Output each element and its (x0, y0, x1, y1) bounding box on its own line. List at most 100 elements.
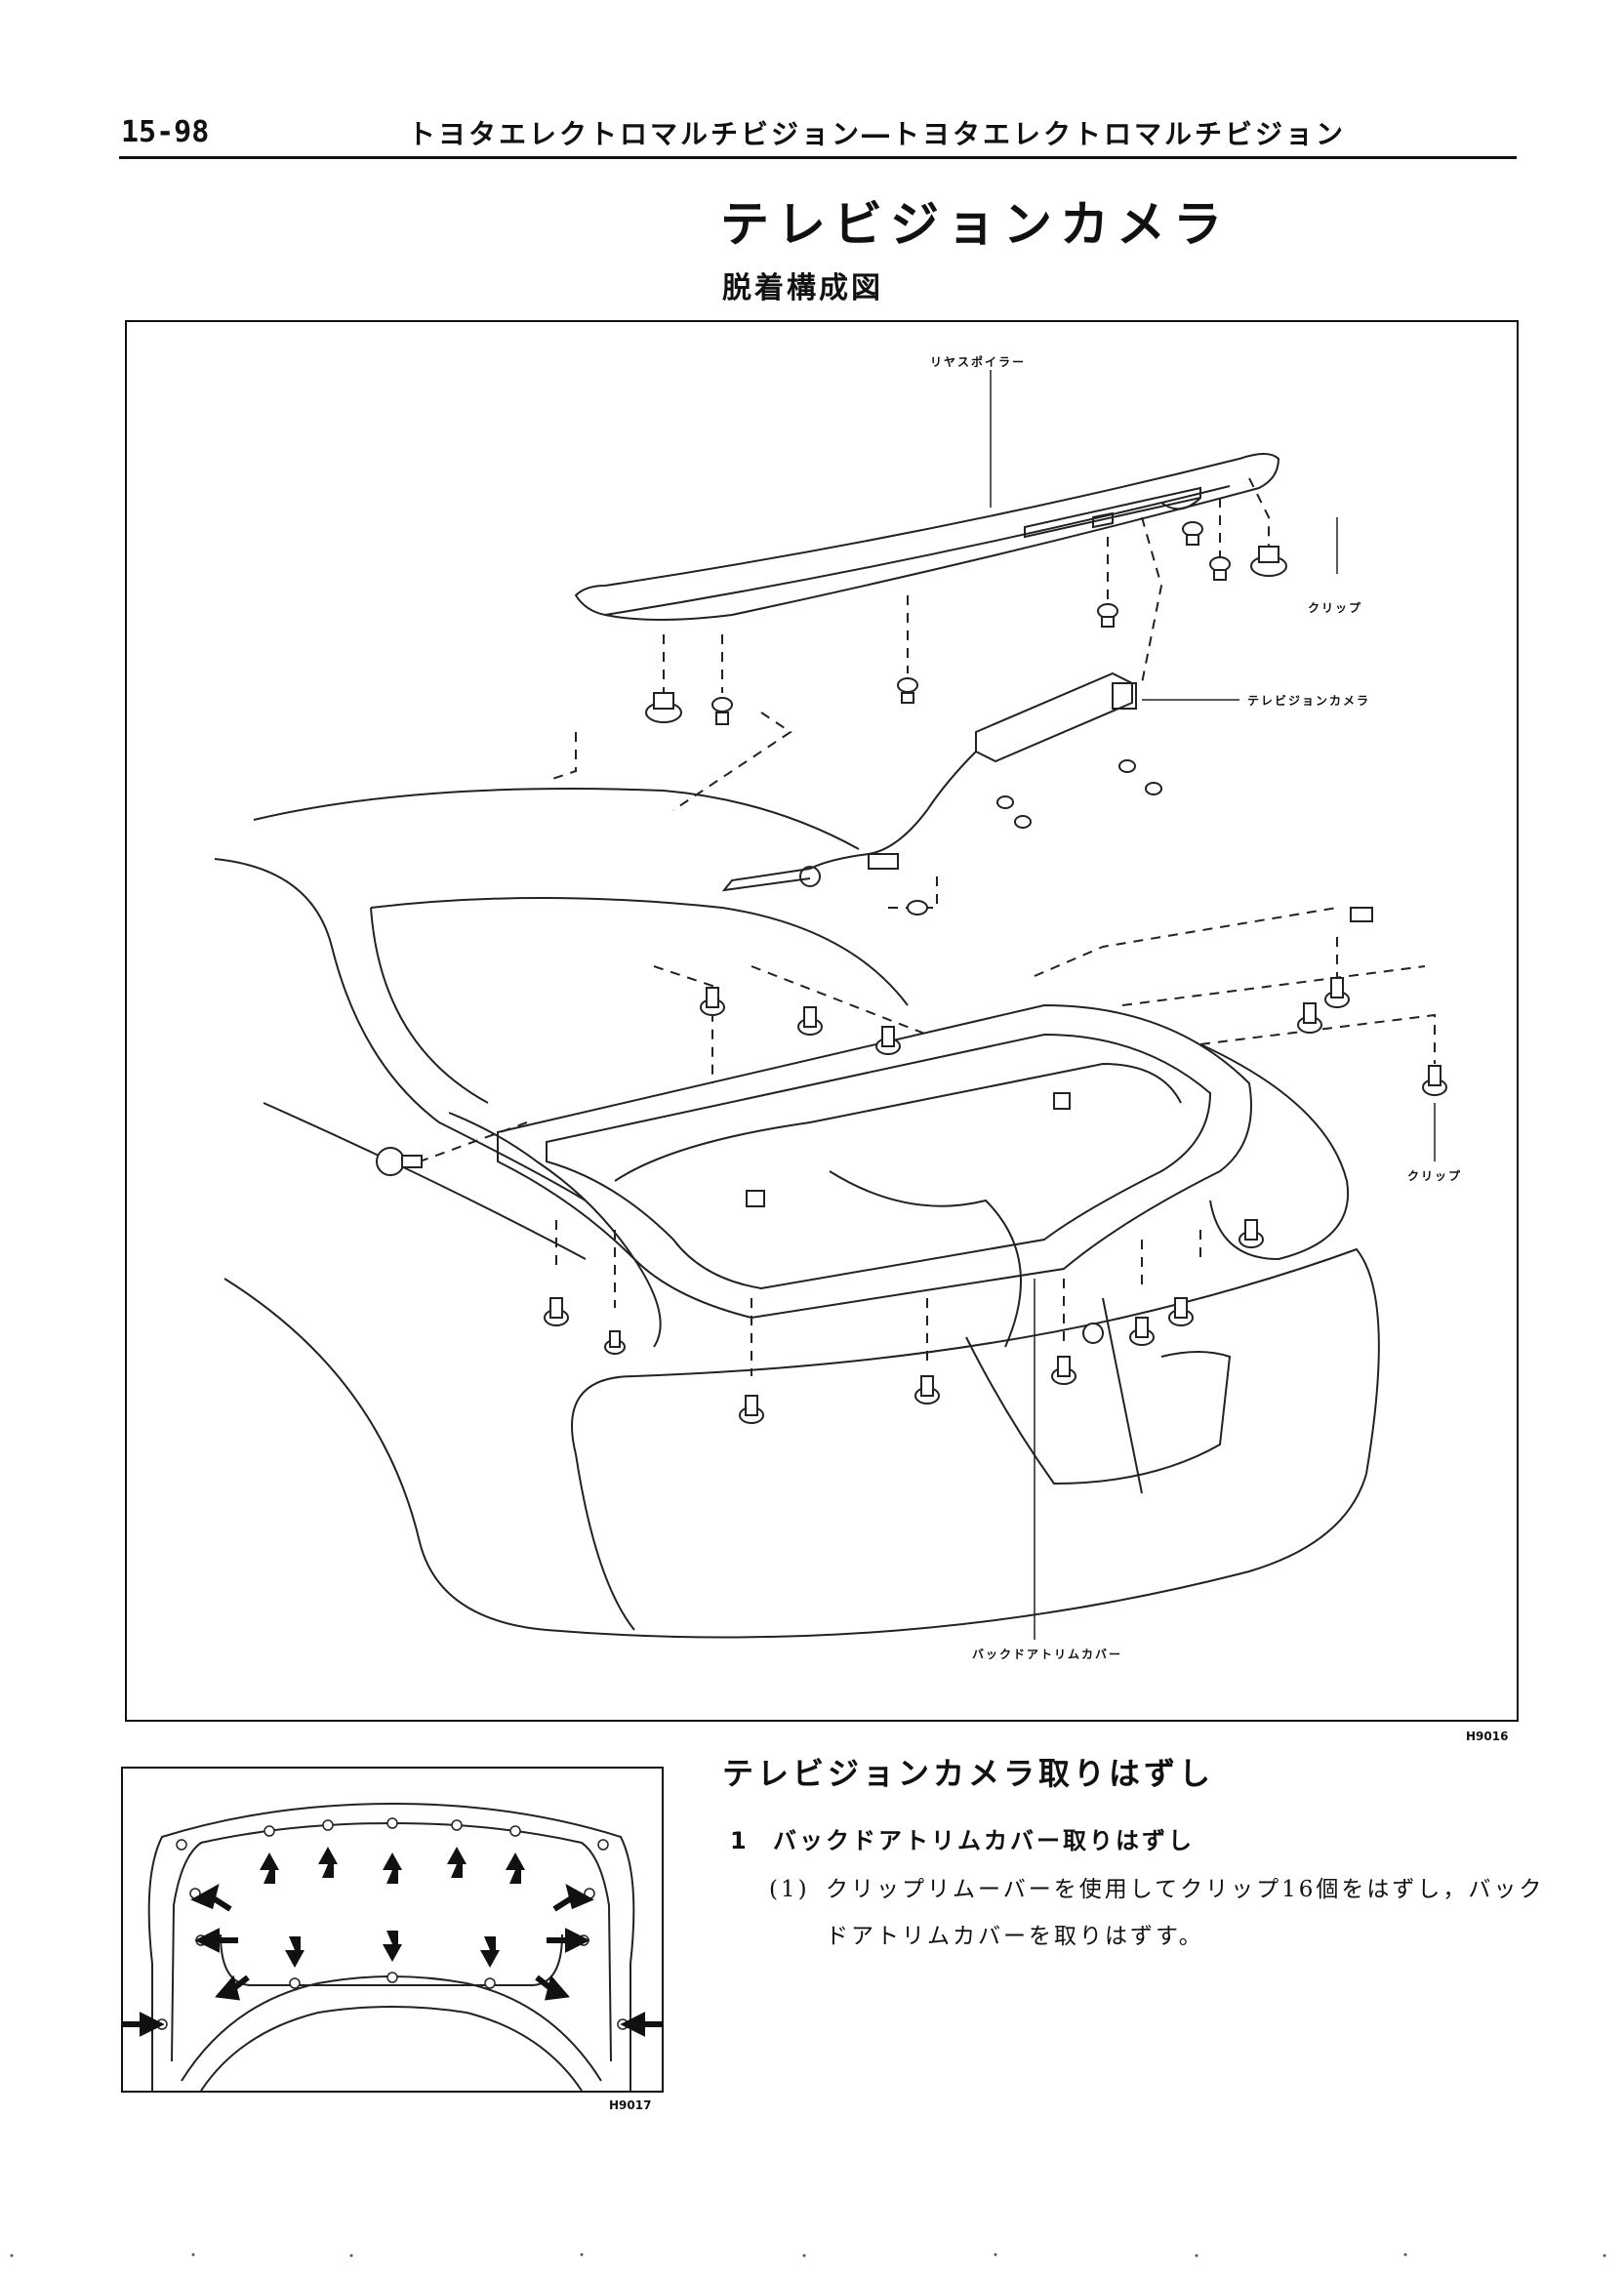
diagram-subtitle: 脱着構成図 (722, 271, 883, 305)
screw-fastener (914, 1375, 940, 1405)
sub-figure-code: H9017 (609, 2098, 652, 2112)
arrow-right-icon (547, 1928, 590, 1953)
arrow-diagonal-icon (215, 1975, 250, 2001)
label-clip-right: クリップ (1407, 1167, 1463, 1184)
clip-location-figure (121, 1767, 664, 2093)
clip-point (386, 1972, 398, 1983)
bumper-bottom (546, 1473, 1367, 1639)
camera-plug (721, 868, 811, 892)
screw-fastener (1422, 1065, 1447, 1096)
lid-opening (181, 1975, 602, 2082)
label-clip-top: クリップ (1308, 599, 1363, 616)
screw-fastener (700, 987, 725, 1016)
screw-fastener (1297, 1002, 1322, 1034)
clip-point (451, 1819, 463, 1831)
clip-point (322, 1819, 334, 1831)
spoiler-connector (1092, 511, 1114, 529)
step-1: 1 バックドアトリムカバー取りはずし (730, 1821, 1195, 1855)
screw-fastener (1168, 1297, 1194, 1326)
tail-lamp-right (1199, 1043, 1350, 1261)
screw-fastener (1082, 1323, 1104, 1344)
clip-point (597, 1839, 609, 1851)
trim-hole-1 (746, 1190, 765, 1207)
camera-body (975, 672, 1133, 763)
arrow-right-icon (123, 2012, 165, 2037)
clip-point (386, 1817, 398, 1829)
clip-point (484, 1977, 496, 1989)
label-rear-spoiler: リヤスポイラー (930, 353, 1027, 370)
screw-fastener (1350, 907, 1373, 922)
clip-fastener (711, 697, 733, 725)
screw-fastener (1118, 759, 1136, 773)
screw-fastener (1129, 1317, 1155, 1346)
procedure-title: テレビジョンカメラ取りはずし (722, 1755, 1215, 1792)
arrow-down-icon (480, 1936, 500, 1968)
arrow-diagonal-icon (190, 1884, 232, 1912)
rear-window-left (370, 907, 489, 1104)
camera-grommet (799, 866, 821, 887)
running-header: トヨタエレクトロマルチビジョン―トヨタエレクトロマルチビジョン (408, 118, 1347, 150)
substep-1-line-2: ドアトリムカバーを取りはずす。 (826, 1924, 1204, 1949)
tail-lamp-center (829, 1170, 1022, 1348)
screw-fastener (1324, 977, 1350, 1008)
scan-artifact-dots (10, 2253, 1606, 2258)
lid-lower-curve (200, 2006, 583, 2092)
lid-trim-edge (220, 1934, 563, 1986)
bumper-top (571, 1247, 1380, 1475)
spoiler-body (574, 453, 1280, 621)
trim-cover-panel (614, 1062, 1182, 1182)
label-back-door-trim-cover: バックドアトリムカバー (972, 1646, 1123, 1662)
substep-1-number: (1) (769, 1877, 810, 1902)
trim-hole-2 (1053, 1092, 1071, 1110)
main-figure-code: H9016 (1466, 1730, 1509, 1743)
lid-outline (147, 1802, 635, 2091)
spoiler-edge (604, 485, 1231, 616)
substep-1-line-1: クリップリムーバーを使用してクリップ16個をはずし，バック (826, 1877, 1545, 1902)
side-crease (263, 1102, 587, 1260)
page-number: 15-98 (121, 115, 210, 149)
arrow-diagonal-icon (535, 1975, 570, 2001)
trim-cover-outline (497, 1003, 1252, 1320)
section-title: テレビジョンカメラ (720, 196, 1230, 253)
cable-clamp (868, 853, 899, 870)
trim-cover-inner (546, 1033, 1212, 1290)
bumper-center (1102, 1297, 1143, 1494)
step-1-text: バックドアトリムカバー取りはずし (773, 1827, 1195, 1854)
screw-fastener (875, 1026, 901, 1055)
arrow-up-icon (447, 1847, 467, 1878)
camera-cable (809, 751, 977, 870)
plate-recess (965, 1336, 1232, 1486)
spoiler-harness (1160, 497, 1201, 510)
arrow-diagonal-icon (552, 1884, 594, 1912)
clip-location-drawing (123, 1802, 662, 2092)
screw-fastener (544, 1297, 569, 1326)
arrow-up-icon (383, 1852, 402, 1884)
arrow-up-icon (506, 1852, 525, 1884)
screw-fastener (996, 795, 1014, 809)
clip-fastener (1209, 556, 1231, 581)
clip-fastener (645, 692, 682, 723)
exploded-view-figure: リヤスポイラー クリップ テレビジョンカメラ クリップ バックドアトリムカバー (125, 320, 1519, 1722)
roof-line (253, 788, 860, 850)
header-rule (119, 156, 1517, 159)
arrow-down-icon (285, 1936, 304, 1968)
arrow-left-icon (620, 2012, 662, 2037)
label-tv-camera: テレビジョンカメラ (1247, 692, 1371, 709)
screw-fastener (907, 900, 928, 916)
rear-pillar-line (214, 858, 587, 1201)
screw-fastener (1014, 815, 1032, 829)
arrow-up-icon (318, 1847, 338, 1878)
arrow-up-icon (260, 1852, 279, 1884)
clip-fastener (1250, 546, 1287, 577)
clip-point (289, 1977, 301, 1989)
exploded-view-drawing (214, 369, 1447, 1640)
clip-point (176, 1839, 187, 1851)
clip-fastener (1182, 521, 1203, 546)
rear-window-top (370, 897, 909, 1006)
push-clip-fastener (376, 1147, 423, 1176)
screw-fastener (1051, 1356, 1076, 1385)
rear-fender-line (223, 1278, 548, 1631)
bumper-left (575, 1453, 635, 1631)
clip-fastener (897, 677, 918, 704)
step-1-number: 1 (730, 1827, 750, 1854)
